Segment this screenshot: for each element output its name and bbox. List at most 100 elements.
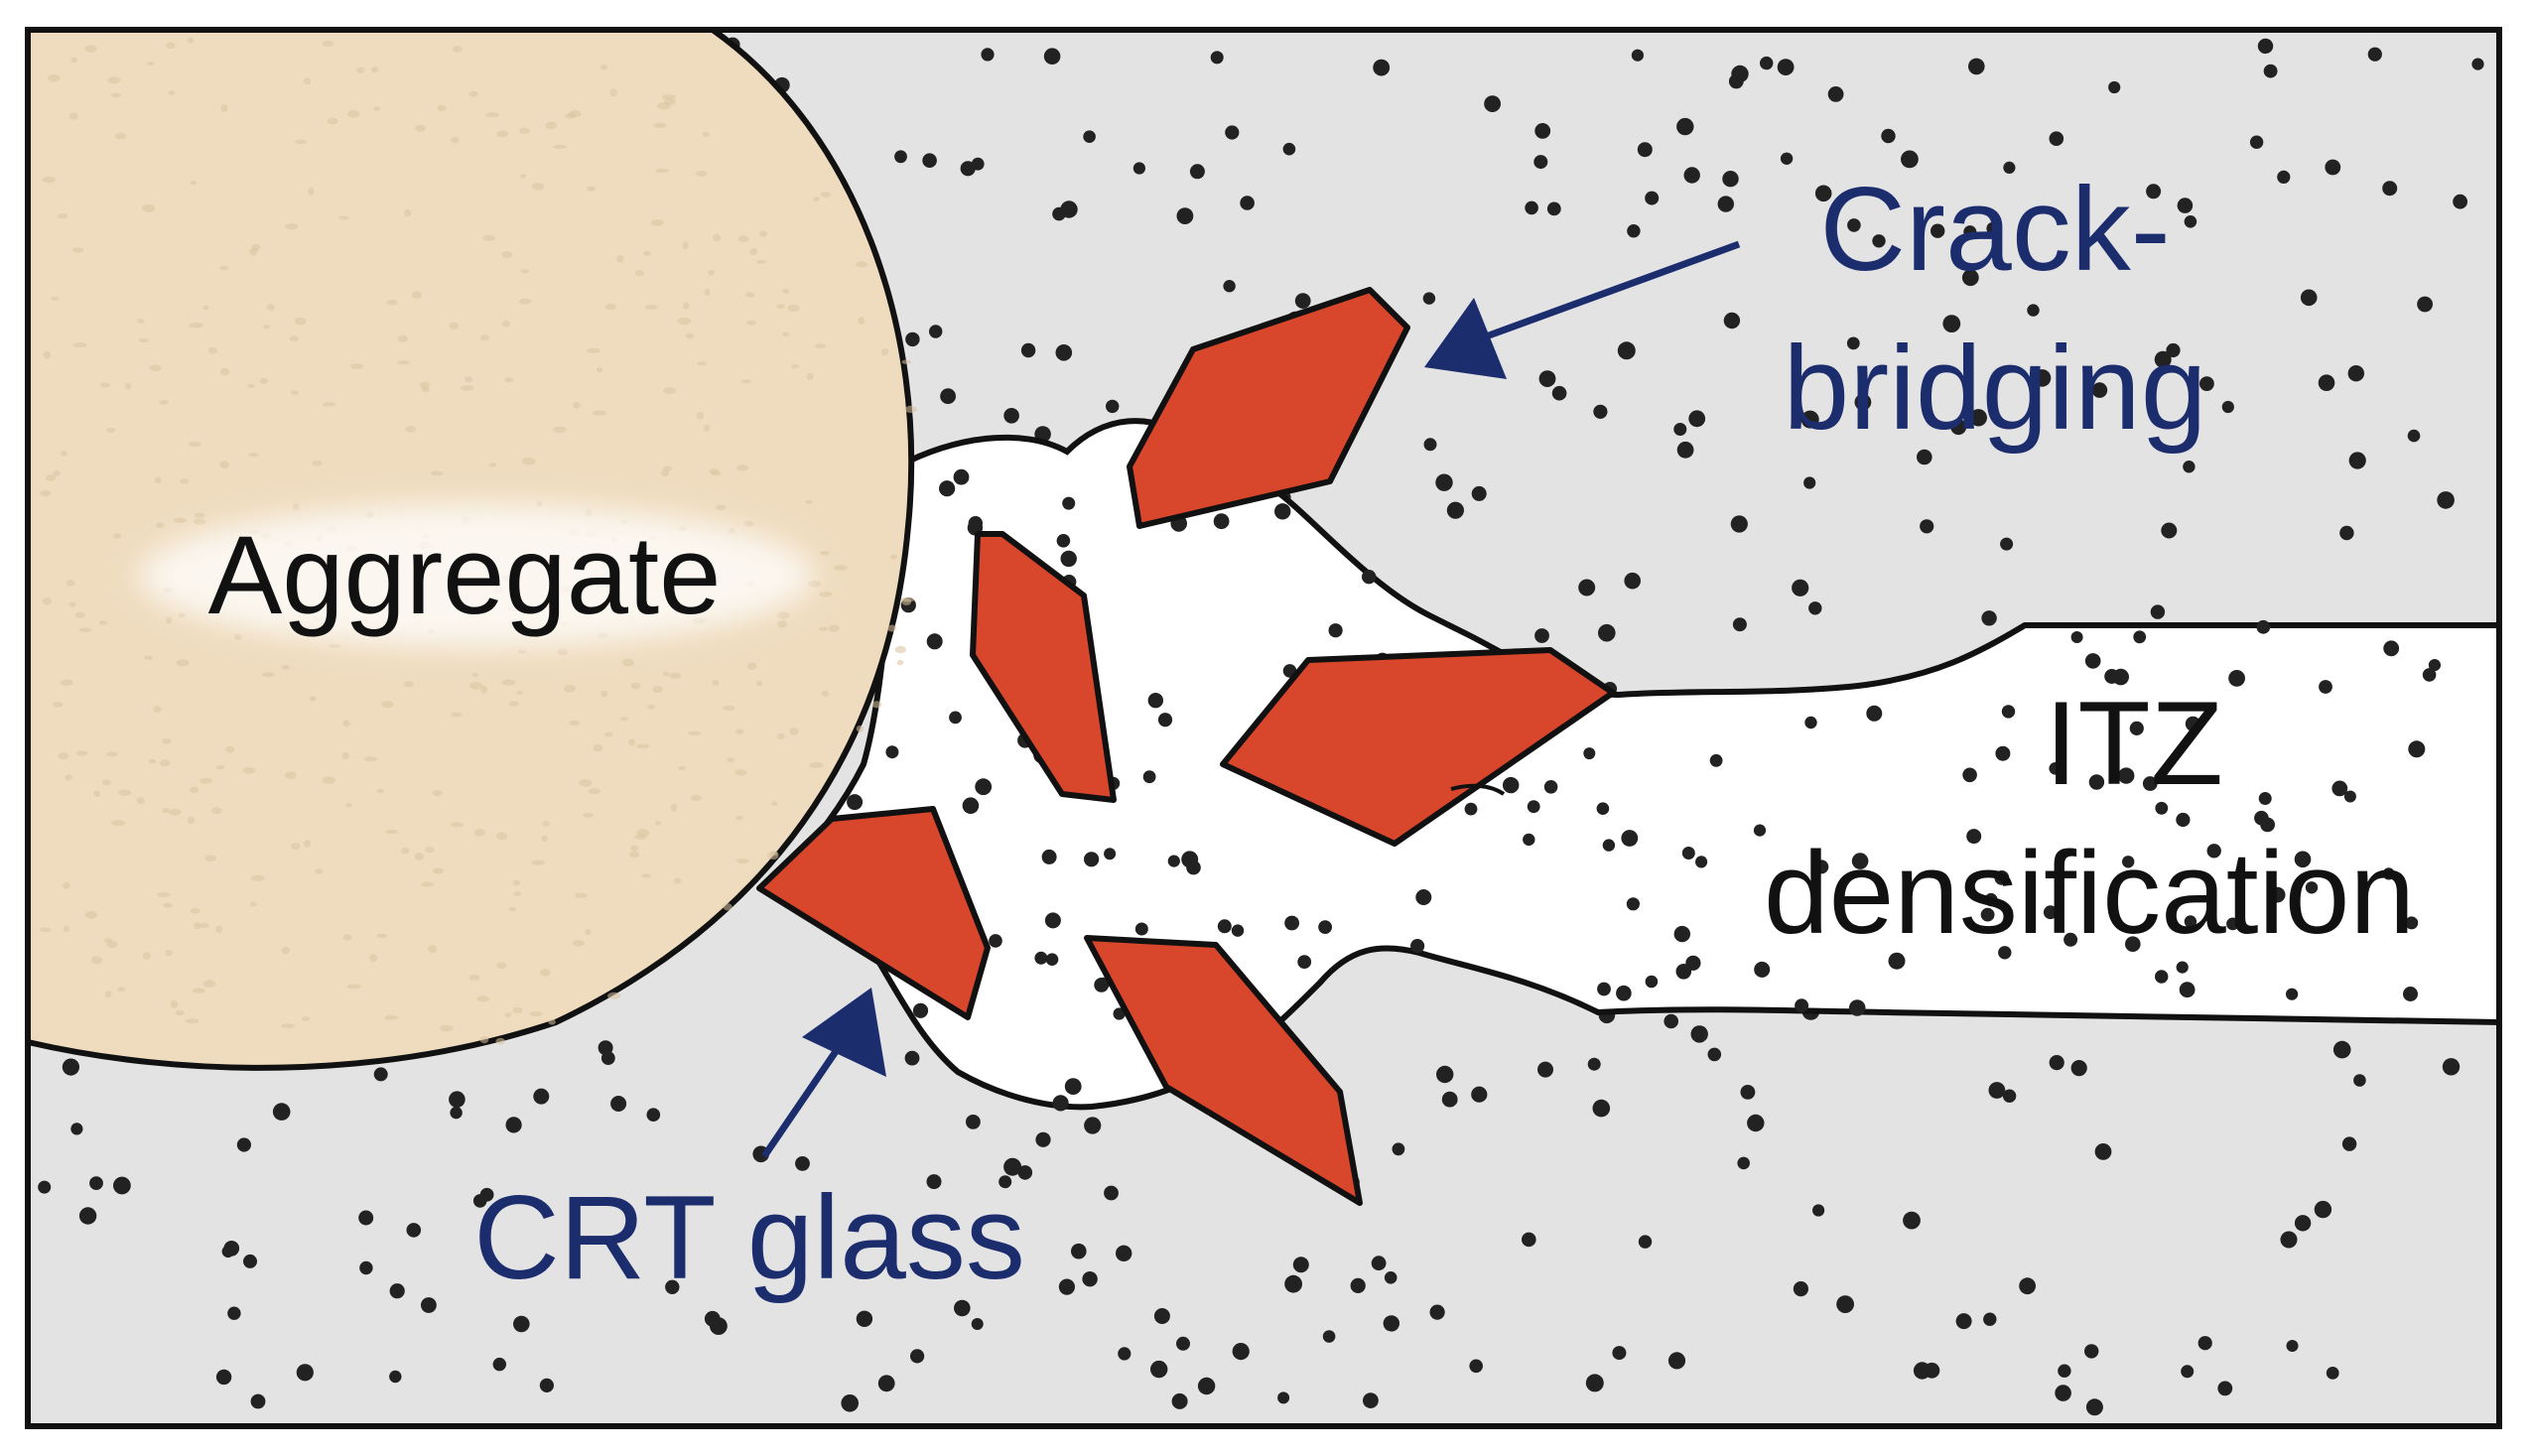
paste-dot: [1983, 1312, 1997, 1326]
paste-dot: [665, 1279, 680, 1295]
paste-dot: [2197, 1336, 2212, 1351]
paste-dot: [1854, 393, 1872, 411]
aggregate-speckle: [828, 624, 840, 632]
aggregate-speckle: [887, 624, 897, 632]
itz-dot: [1104, 848, 1117, 860]
paste-dot: [1777, 59, 1795, 75]
aggregate-speckle: [669, 672, 682, 679]
aggregate-speckle: [604, 303, 616, 311]
aggregate-speckle: [642, 250, 651, 256]
paste-dot: [1592, 1099, 1611, 1118]
paste-dot: [1055, 344, 1073, 361]
aggregate-speckle: [696, 412, 705, 420]
paste-dot: [1688, 410, 1706, 428]
aggregate-speckle: [437, 104, 447, 112]
aggregate-speckle: [519, 127, 530, 134]
itz-dot: [1645, 975, 1659, 989]
paste-dot: [2085, 1398, 2103, 1416]
paste-dot: [1920, 519, 1934, 534]
aggregate-speckle: [480, 686, 488, 694]
paste-dot: [841, 1394, 859, 1412]
paste-dot: [1446, 501, 1464, 519]
aggregate-speckle: [660, 469, 670, 476]
aggregate-speckle: [142, 203, 156, 212]
aggregate-speckle: [207, 347, 217, 354]
aggregate-speckle: [518, 298, 532, 305]
itz-dot: [1583, 747, 1596, 760]
itz-dot: [2122, 856, 2135, 868]
itz-dot: [2049, 762, 2062, 775]
aggregate-speckle: [292, 503, 300, 511]
paste-dot: [389, 1370, 402, 1384]
aggregate-speckle: [740, 379, 752, 384]
paste-dot: [1676, 117, 1694, 136]
paste-dot: [2166, 342, 2181, 358]
aggregate-speckle: [72, 342, 87, 348]
paste-dot: [272, 1103, 291, 1121]
crt-glass-arrow: [761, 988, 886, 1158]
paste-dot: [1533, 155, 1548, 170]
paste-dot: [38, 1180, 52, 1194]
aggregate-speckle: [249, 901, 257, 907]
paste-dot: [2033, 369, 2052, 387]
aggregate-speckle: [90, 956, 103, 965]
aggregate-speckle: [545, 121, 557, 130]
paste-dot: [1808, 601, 1822, 615]
tick-mark: [1450, 783, 1506, 796]
itz-dot: [1147, 693, 1164, 709]
aggregate-speckle: [71, 247, 84, 253]
aggregate-speckle: [125, 382, 132, 390]
aggregate-speckle: [322, 776, 335, 784]
itz-dot: [1673, 925, 1691, 943]
aggregate-speckle: [501, 321, 511, 328]
itz-dot: [2142, 776, 2158, 791]
paste-dot: [1638, 1235, 1653, 1249]
aggregate-speckle: [871, 701, 882, 709]
aggregate-speckle: [655, 821, 662, 826]
aggregate-speckle: [381, 701, 394, 709]
itz-dot: [2043, 905, 2058, 920]
aggregate-speckle: [154, 476, 162, 484]
aggregate-speckle: [630, 845, 639, 852]
itz-dot: [1795, 998, 1809, 1013]
itz-dot: [1995, 745, 2011, 761]
aggregate-speckle: [715, 504, 727, 511]
aggregate-speckle: [165, 949, 173, 957]
aggregate-speckle: [890, 554, 898, 560]
aggregate-speckle: [520, 269, 530, 274]
crack-bridging-arrow: [1424, 240, 1741, 379]
paste-dot: [1003, 1157, 1022, 1176]
aggregate-speckle: [531, 860, 545, 865]
aggregate-speckle: [137, 797, 145, 805]
aggregate-speckle: [574, 892, 588, 898]
aggregate-speckle: [291, 843, 301, 851]
paste-dot: [89, 1176, 103, 1190]
itz-dot: [1094, 978, 1110, 993]
paste-dot: [2150, 604, 2166, 619]
aggregate-speckle: [107, 76, 121, 84]
aggregate-speckle: [501, 251, 513, 259]
paste-dot: [2325, 159, 2341, 176]
paste-dot: [1793, 1281, 1808, 1297]
itz-dot: [1848, 999, 1866, 1016]
paste-dot: [2091, 382, 2108, 398]
aggregate-speckle: [782, 288, 790, 294]
aggregate-speckle: [723, 903, 732, 911]
itz-dot: [1998, 946, 2012, 960]
crt-glass-fragments: [756, 287, 1616, 1206]
aggregate-speckle: [553, 426, 567, 434]
aggregate-speckle: [727, 757, 734, 763]
aggregate-speckle: [586, 186, 597, 192]
paste-dot: [1116, 1245, 1132, 1262]
aggregate-speckle: [900, 596, 915, 602]
paste-dot: [1383, 1315, 1400, 1332]
aggregate-speckle: [431, 470, 444, 476]
itz-dot: [1527, 800, 1540, 814]
itz-dot: [989, 934, 1002, 948]
itz-dot: [2206, 844, 2221, 859]
aggregate-speckle: [142, 952, 151, 960]
aggregate-speckle: [488, 463, 497, 467]
aggregate-speckle: [194, 922, 201, 930]
aggregate-speckle: [542, 820, 550, 827]
aggregate-speckle: [634, 270, 644, 277]
